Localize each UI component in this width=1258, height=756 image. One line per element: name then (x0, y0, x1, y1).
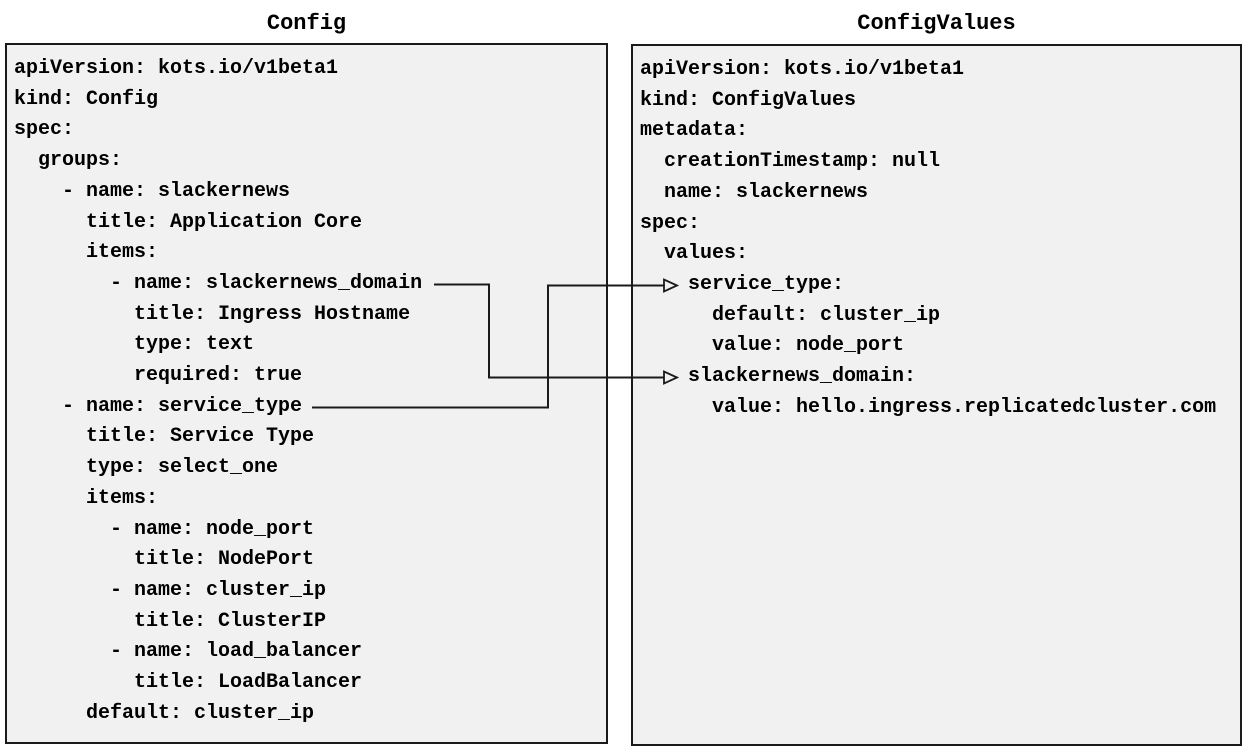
config-panel-title: Config (266, 10, 347, 36)
configvalues-yaml-panel: apiVersion: kots.io/v1beta1 kind: Config… (631, 44, 1242, 746)
configvalues-yaml-code: apiVersion: kots.io/v1beta1 kind: Config… (640, 58, 1217, 419)
config-yaml-panel: apiVersion: kots.io/v1beta1 kind: Config… (5, 43, 608, 744)
configvalues-panel-title: ConfigValues (857, 10, 1016, 36)
config-yaml-code: apiVersion: kots.io/v1beta1 kind: Config… (14, 57, 423, 725)
